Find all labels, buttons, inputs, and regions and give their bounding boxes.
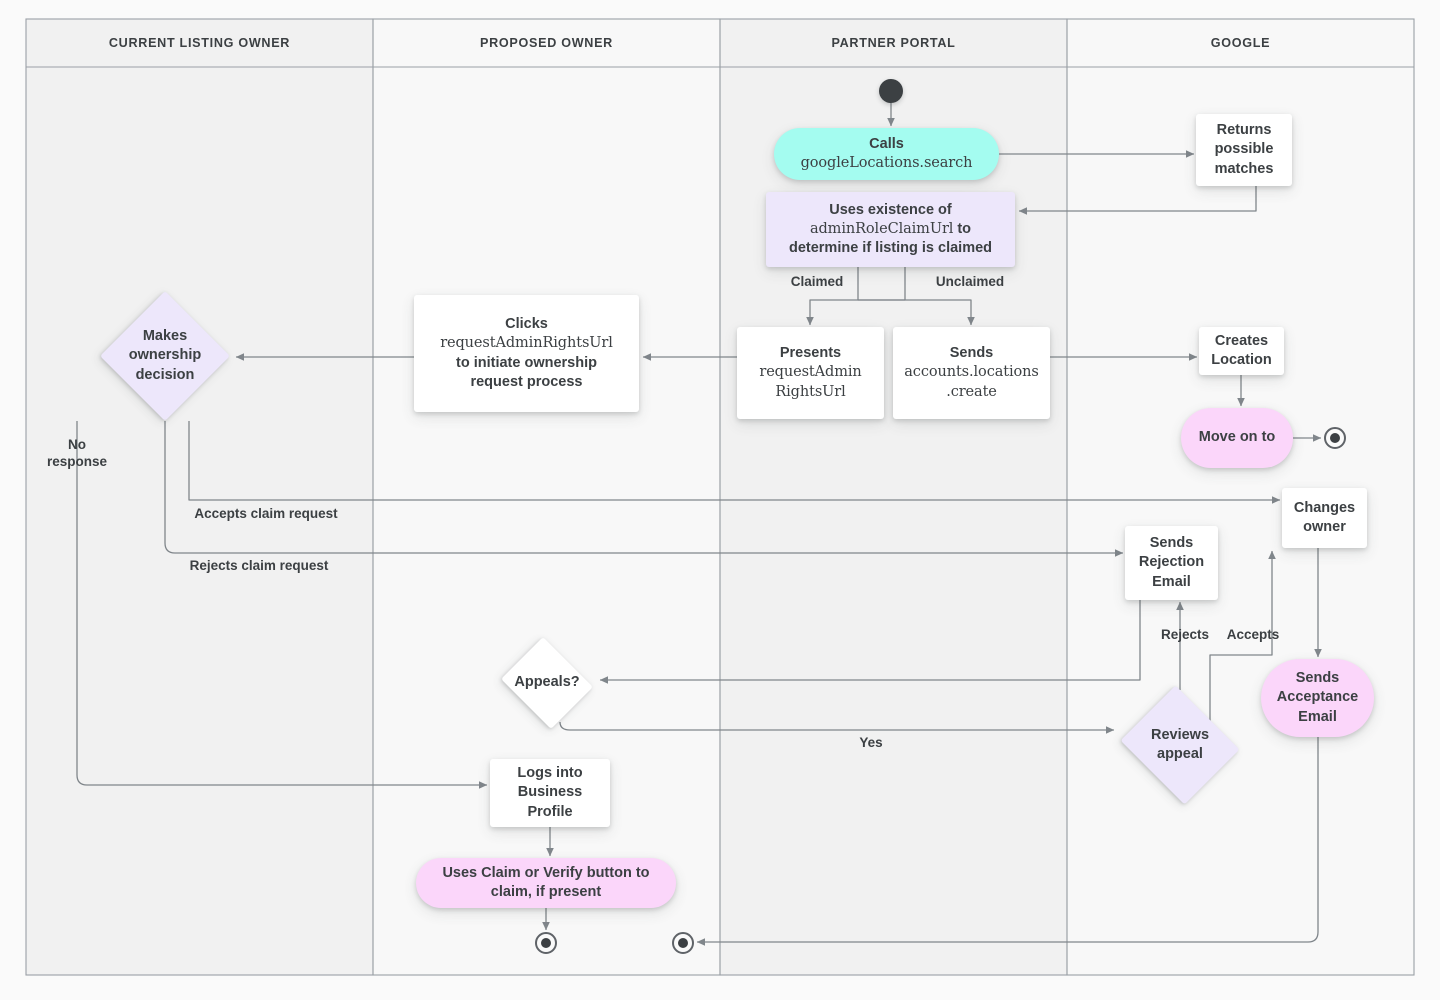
lane-title: PROPOSED OWNER [480, 36, 613, 50]
edge-label-claimed: Claimed [790, 274, 844, 289]
end-node-proposed-owner[interactable] [535, 932, 557, 954]
lane-header-google: GOOGLE [1067, 19, 1414, 67]
lane-header-current-listing-owner: CURRENT LISTING OWNER [26, 19, 373, 67]
edge-label-accepts-claim-request: Accepts claim request [194, 506, 338, 521]
node-label: Appeals? [514, 674, 580, 691]
connectors [76, 103, 1322, 946]
edge-label-unclaimed: Unclaimed [935, 274, 1005, 289]
end-node-core [1329, 432, 1341, 444]
edge-label-rejects: Rejects [1160, 627, 1210, 642]
lane-borders [25, 18, 1415, 976]
edge-label-yes: Yes [859, 735, 883, 750]
lane-title: PARTNER PORTAL [831, 36, 956, 50]
end-node-core [540, 937, 552, 949]
node-move-on-to[interactable]: Move on to [1181, 408, 1293, 468]
lane-title: CURRENT LISTING OWNER [108, 36, 291, 50]
lane-header-partner-portal: PARTNER PORTAL [720, 19, 1067, 67]
edge-label-rejects-claim-request: Rejects claim request [189, 558, 329, 573]
edge-label-accepts: Accepts [1226, 627, 1280, 642]
node-appeals-decision[interactable]: Appeals? [497, 637, 597, 729]
end-node-google[interactable] [1324, 427, 1346, 449]
node-label: Move on to [1198, 429, 1276, 446]
end-node-partner-portal[interactable] [672, 932, 694, 954]
lane-backgrounds [26, 19, 1414, 975]
start-node[interactable] [879, 79, 903, 103]
end-node-core [677, 937, 689, 949]
lane-header-proposed-owner: PROPOSED OWNER [373, 19, 720, 67]
lane-title: GOOGLE [1210, 36, 1271, 50]
